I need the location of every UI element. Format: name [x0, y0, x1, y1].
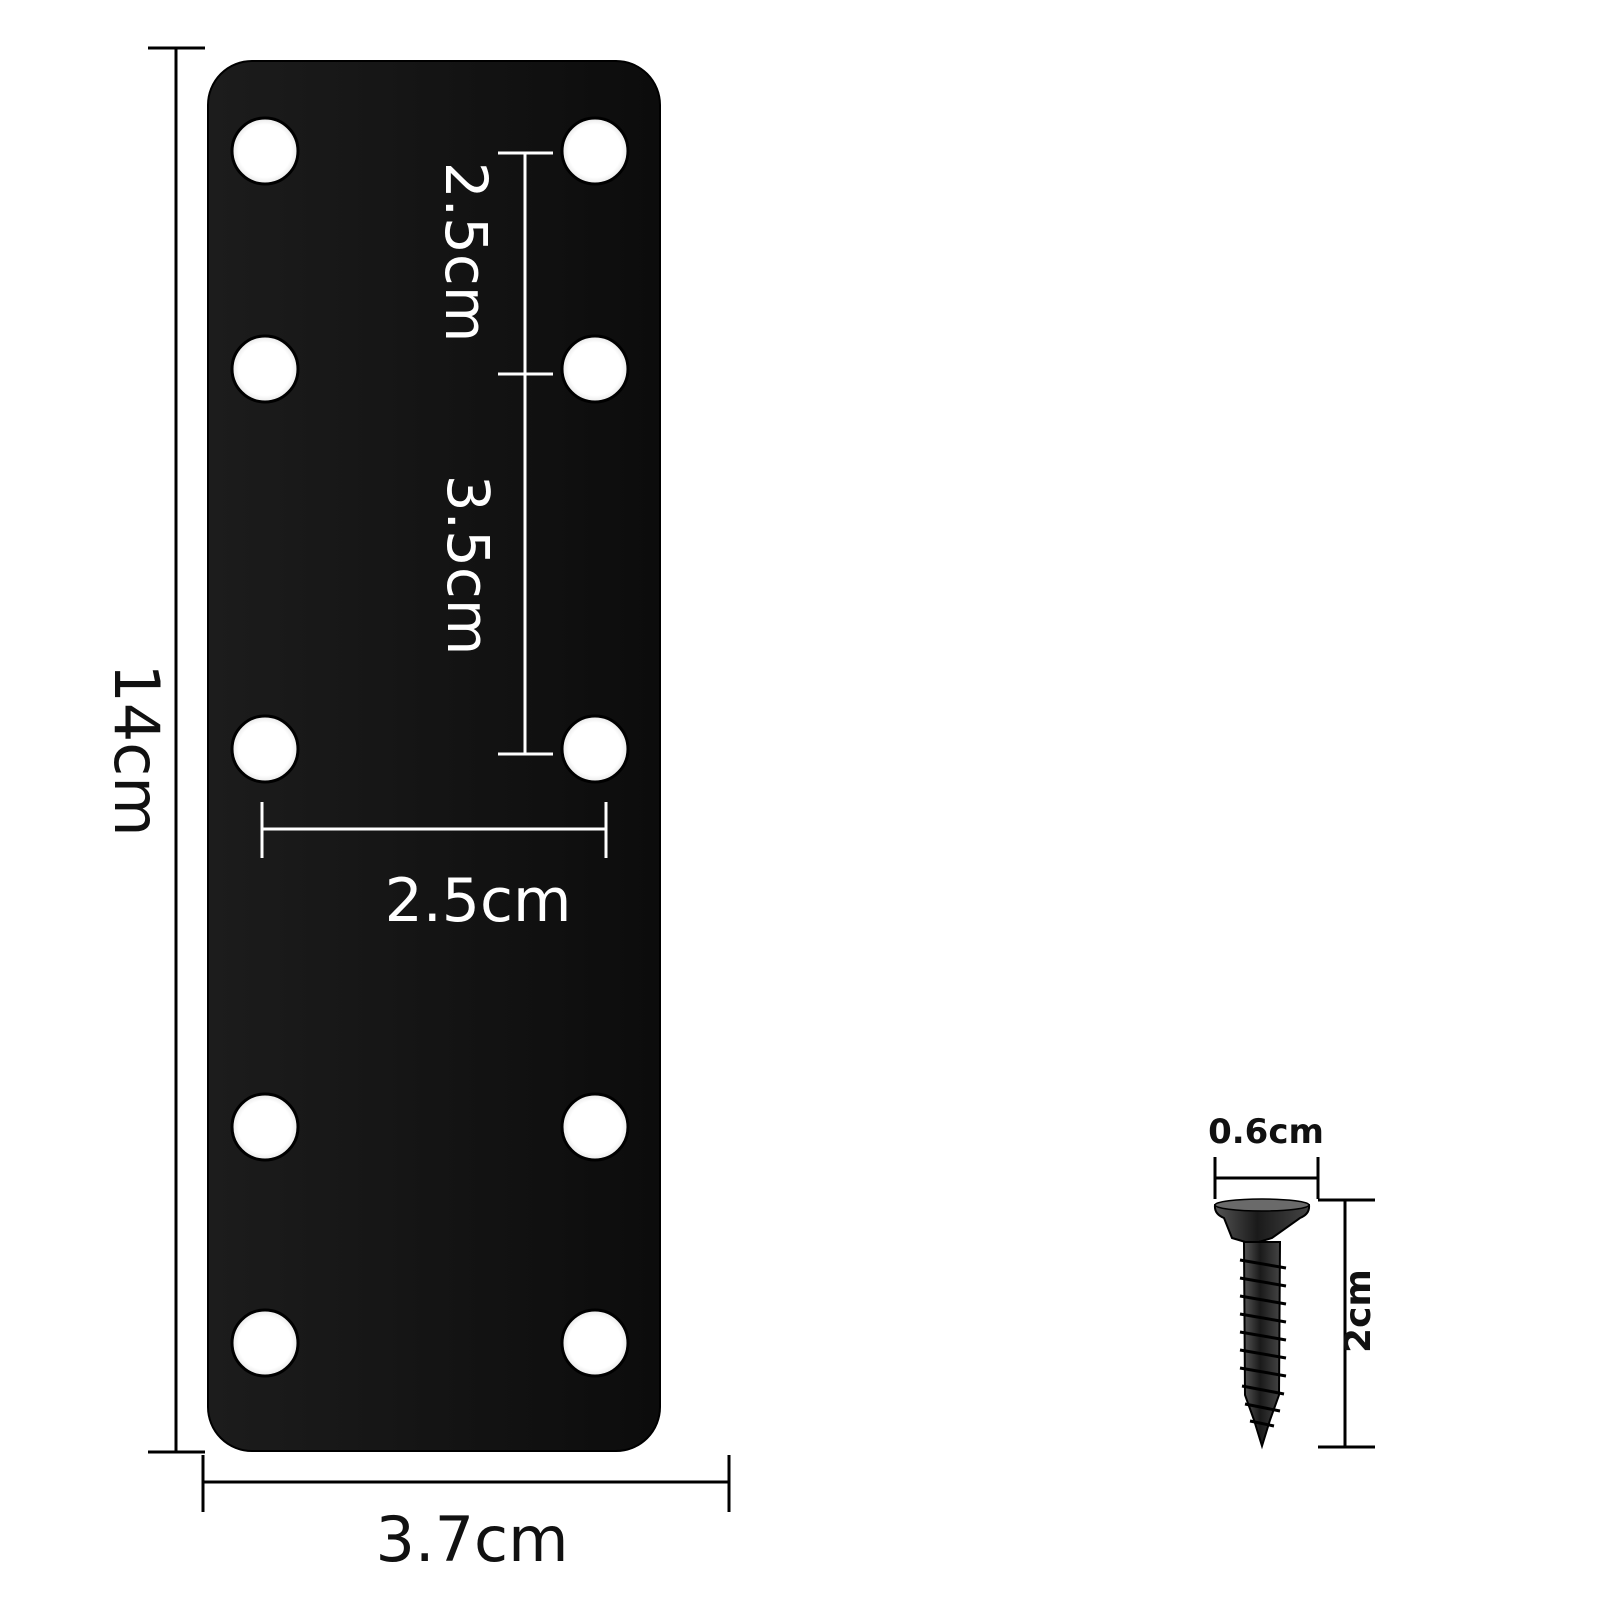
inner-dimension-lines: [260, 151, 608, 858]
plate-hole: [230, 334, 300, 404]
screw-threads: [1239, 1258, 1287, 1428]
plate-hole: [560, 334, 630, 404]
plate-hole: [230, 714, 300, 784]
hole-spacing-top-label: 2.5cm: [432, 162, 500, 343]
total-width-label: 3.7cm: [375, 1503, 568, 1576]
screw-length-label: 2cm: [1338, 1269, 1379, 1353]
outer-dimension-lines: [148, 46, 731, 1512]
screw: [1213, 1198, 1311, 1450]
hole-spacing-horizontal-label: 2.5cm: [385, 866, 572, 936]
total-height-label: 14cm: [100, 663, 173, 836]
plate-hole: [560, 1092, 630, 1162]
plate-holes: [230, 116, 630, 1378]
plate-hole: [230, 1092, 300, 1162]
plate-hole: [230, 1308, 300, 1378]
screw-head-width-label: 0.6cm: [1208, 1112, 1324, 1152]
screw-dimension-lines: [1213, 1157, 1375, 1449]
plate-hole: [560, 116, 630, 186]
screw-shank: [1242, 1241, 1282, 1450]
plate-hole: [230, 116, 300, 186]
plate-hole: [560, 714, 630, 784]
hole-spacing-middle-label: 3.5cm: [434, 475, 502, 656]
plate-hole: [560, 1308, 630, 1378]
mending-plate: [207, 60, 661, 1452]
